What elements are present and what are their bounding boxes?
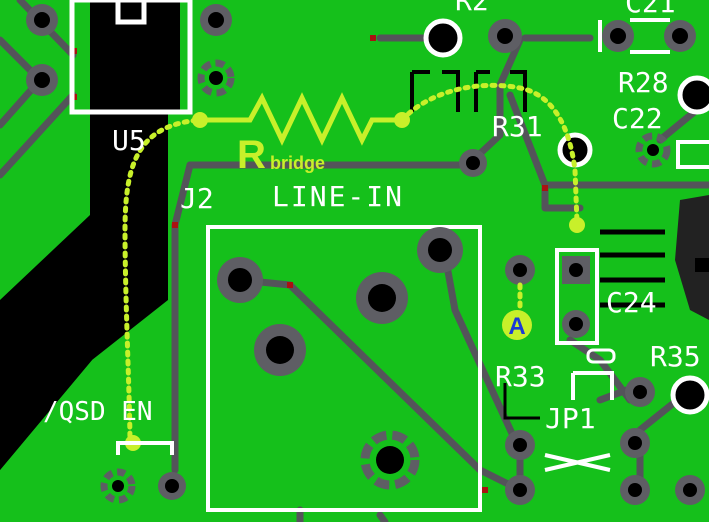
c24-outline [555,248,599,345]
silkscreen-labels: U5 J2 LINE-IN R31 R28 C22 C24 R33 R35 JP… [43,0,701,435]
bridge-label-main: R [237,133,266,177]
qsd-en-bracket [116,441,174,455]
label-j2: J2 [180,182,214,215]
label-c21-partial: C21 [625,0,676,19]
label-line-in: LINE-IN [272,180,404,213]
c21-outline [598,18,670,54]
label-r28: R28 [618,66,669,99]
label-r31: R31 [492,110,543,143]
label-r2-partial: R2 [455,0,489,17]
u5-footprint [69,0,193,115]
point-a-label: A [508,313,525,340]
label-qsd-en: /QSD EN [43,397,153,427]
r33-outline [503,383,540,420]
black-void-left [0,255,92,470]
c24-stripes [600,229,665,308]
label-r35: R35 [650,340,701,373]
jp1-outline [544,371,614,472]
dashed-footprint [410,70,527,112]
point-a-marker [502,310,532,340]
j2-outline [206,225,482,512]
white-vias [423,18,709,415]
pads [26,4,709,505]
bridge-overlay [122,82,580,448]
c22-outline [676,140,709,169]
black-void-right [675,195,709,320]
label-jp1: JP1 [545,402,596,435]
label-c24: C24 [606,286,657,319]
label-u5: U5 [112,124,146,157]
bridge-label-sub: bridge [270,153,325,173]
label-c22: C22 [612,102,663,135]
label-r33: R33 [495,360,546,393]
